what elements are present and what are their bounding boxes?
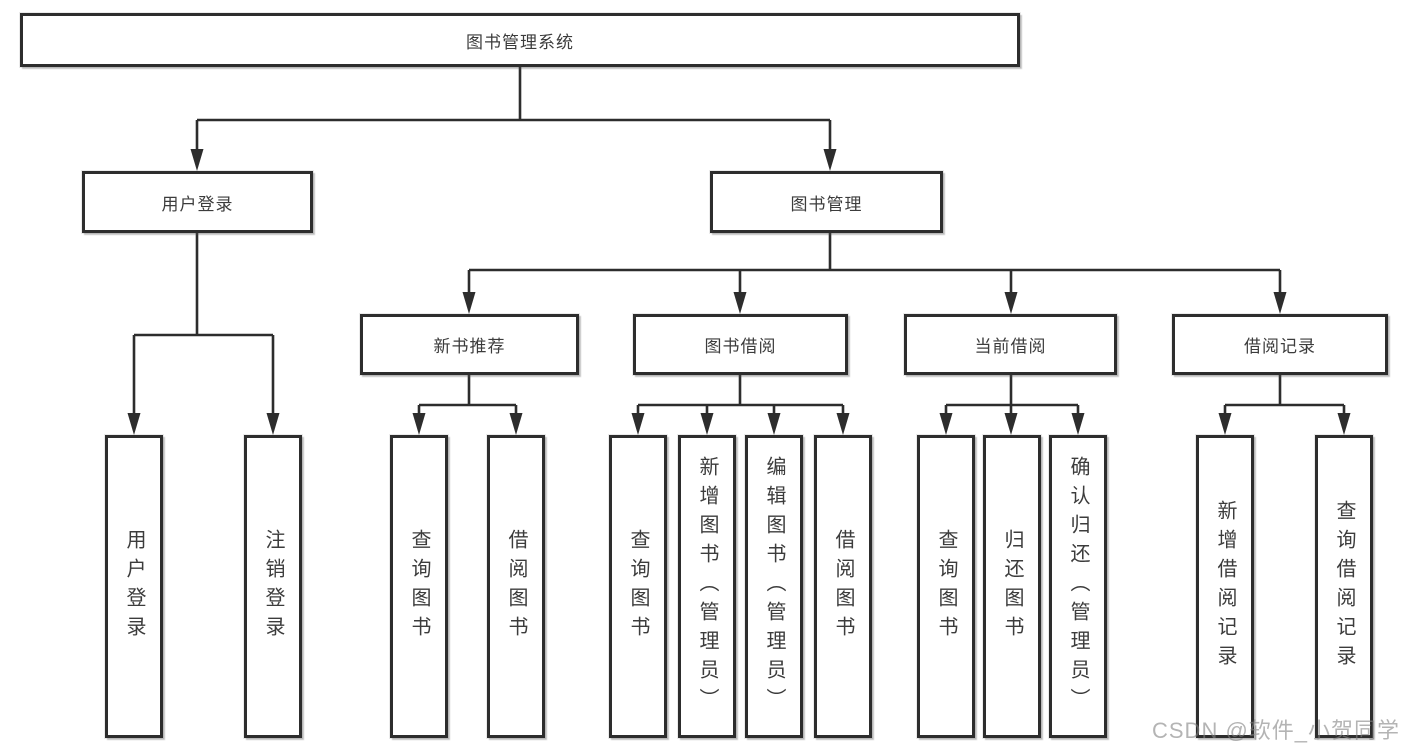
arrowhead-icon [266, 413, 280, 435]
arrowhead-icon [127, 413, 141, 435]
arrowhead-icon [767, 413, 781, 435]
node-confirm-return-admin: 确认归还（管理员） [1049, 435, 1107, 738]
arrowhead-icon [733, 292, 747, 314]
node-label: 确认归还（管理员） [1067, 456, 1089, 717]
node-label: 用户登录 [161, 194, 234, 214]
node-book-management: 图书管理 [710, 171, 943, 233]
node-label: 用户登录 [123, 528, 145, 645]
node-return-books: 归还图书 [983, 435, 1041, 738]
node-label: 注销登录 [262, 528, 284, 645]
node-label: 借阅记录 [1244, 337, 1316, 356]
node-new-book-recommend: 新书推荐 [360, 314, 579, 375]
node-label: 归还图书 [1001, 528, 1023, 645]
arrowhead-icon [823, 149, 837, 171]
node-borrowing-records: 借阅记录 [1172, 314, 1388, 375]
node-current-borrowing: 当前借阅 [904, 314, 1117, 375]
arrowhead-icon [462, 292, 476, 314]
node-label: 当前借阅 [974, 337, 1047, 356]
node-user-login: 用户登录 [82, 171, 313, 233]
node-borrow-books-recommend: 借阅图书 [487, 435, 545, 738]
arrowhead-icon [939, 413, 953, 435]
node-add-books-admin: 新增图书（管理员） [678, 435, 736, 738]
node-add-borrow-record: 新增借阅记录 [1196, 435, 1254, 738]
node-label: 新增图书（管理员） [696, 456, 718, 717]
node-label: 查询图书 [935, 528, 957, 645]
arrowhead-icon [412, 413, 426, 435]
arrowhead-icon [1004, 413, 1018, 435]
node-user-login-leaf: 用户登录 [105, 435, 163, 738]
arrowhead-icon [190, 149, 204, 171]
node-label: 新书推荐 [433, 337, 506, 356]
arrowhead-icon [1071, 413, 1085, 435]
node-label: 查询图书 [627, 528, 649, 645]
node-query-books-recommend: 查询图书 [390, 435, 448, 738]
arrowhead-icon [1273, 292, 1287, 314]
arrowhead-icon [1004, 292, 1018, 314]
arrowhead-icon [1337, 413, 1351, 435]
arrowhead-icon [700, 413, 714, 435]
arrowhead-icon [836, 413, 850, 435]
node-label: 新增借阅记录 [1214, 499, 1236, 674]
node-query-books-current: 查询图书 [917, 435, 975, 738]
watermark-text: CSDN @软件_小贺同学 [1152, 718, 1401, 743]
node-query-books-borrow: 查询图书 [609, 435, 667, 738]
arrowhead-icon [1218, 413, 1232, 435]
node-label: 借阅图书 [832, 528, 854, 645]
node-book-borrowing: 图书借阅 [633, 314, 848, 375]
arrowhead-icon [631, 413, 645, 435]
node-edit-books-admin: 编辑图书（管理员） [745, 435, 803, 738]
node-label: 借阅图书 [505, 528, 527, 645]
node-label: 查询借阅记录 [1333, 499, 1355, 674]
node-label: 图书借阅 [704, 337, 777, 356]
arrowhead-icon [509, 413, 523, 435]
node-borrow-books-borrow: 借阅图书 [814, 435, 872, 738]
node-label: 图书管理 [790, 194, 863, 214]
node-label: 查询图书 [408, 528, 430, 645]
node-logout: 注销登录 [244, 435, 302, 738]
node-library-management-system: 图书管理系统 [20, 13, 1020, 67]
node-label: 编辑图书（管理员） [763, 456, 785, 717]
node-label: 图书管理系统 [466, 32, 574, 52]
node-query-borrow-record: 查询借阅记录 [1315, 435, 1373, 738]
